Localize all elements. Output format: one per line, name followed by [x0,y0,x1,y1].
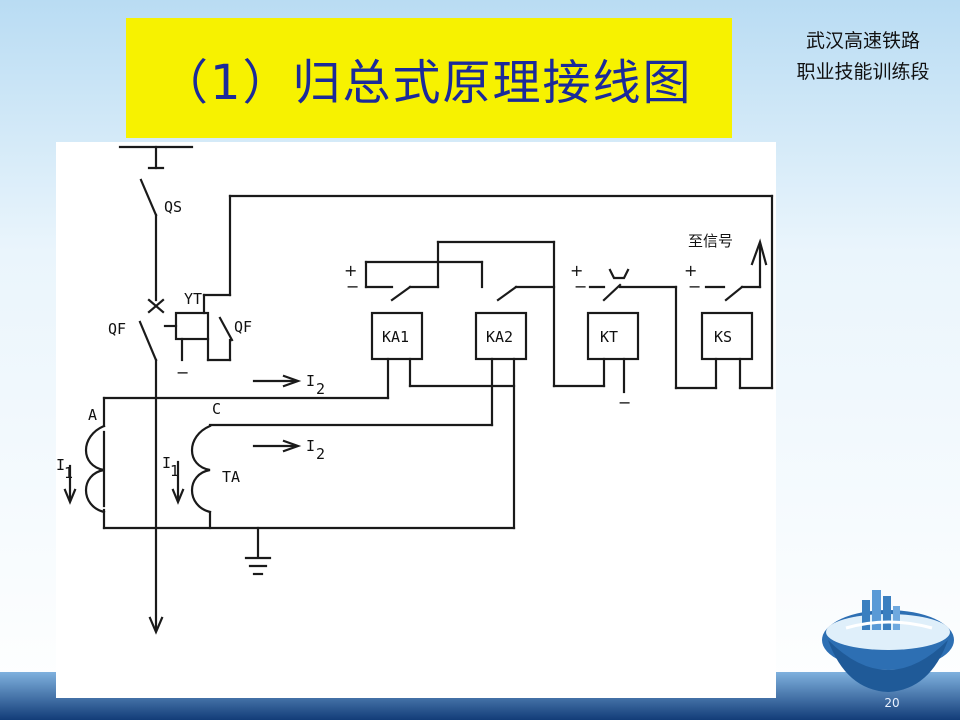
ks-plus: + [684,261,697,280]
signal-label: 至信号 [688,232,733,250]
i1-a-label: I [56,456,65,474]
signal-arrow [750,238,768,266]
i1-c-label: I [162,454,171,472]
qf-contact-x2 [147,298,165,314]
qs-blade [139,178,158,217]
yt-coil [174,311,210,341]
city-globe-logo [822,590,954,692]
i1-c-arrow-head [171,488,185,505]
i2-lower-sub: 2 [316,445,325,463]
i2-upper-label: I [306,372,315,390]
ks-minus-mark: − [688,277,701,296]
i2-lower-label: I [306,437,315,455]
i2-upper-arrow-head [282,374,302,388]
ka-minus-mark: − [346,277,359,296]
ka2-relay [474,311,528,361]
phase-a-label: A [88,406,97,424]
page-number: 20 [884,696,900,710]
kt-label: KT [600,328,618,346]
qf-aux-blade [218,316,234,342]
yt-label: YT [184,290,202,308]
i1-c-sub: 1 [170,462,179,480]
qf-aux-label: QF [234,318,252,336]
qf-label: QF [108,320,126,338]
org-line-2: 职业技能训练段 [796,61,930,83]
ks-relay [700,311,754,361]
qs-label: QS [164,198,182,216]
i1-a-sub: 1 [64,464,73,482]
ka2-label: KA2 [486,328,513,346]
ka2-contact-blade [496,285,518,302]
ka1-relay [370,311,424,361]
ks-contact-blade [724,285,744,302]
kt-minus: − [618,393,631,412]
ta-label: TA [222,468,240,486]
ks-label: KS [714,328,732,346]
ka1-contact-blade [390,285,412,302]
kt-plus: + [570,261,583,280]
main-line-arrow [148,616,164,635]
ka-plus: + [344,261,357,280]
title-banner: （1）归总式原理接线图 [126,18,732,138]
diagram-panel [56,142,776,698]
yt-minus: − [176,363,189,382]
kt-contact-blade [602,283,622,302]
organization-name: 武汉高速铁路 职业技能训练段 [778,26,948,88]
ka1-label: KA1 [382,328,409,346]
org-line-1: 武汉高速铁路 [805,30,920,52]
qf-blade [138,320,158,362]
i2-upper-sub: 2 [316,380,325,398]
ta-c-coil [190,424,212,514]
slide-title: （1）归总式原理接线图 [160,55,693,111]
i1-a-arrow-head [63,488,77,505]
kt-minus-mark: − [574,277,587,296]
phase-c-label: C [212,400,221,418]
kt-relay [586,311,640,361]
i2-lower-arrow-head [282,439,302,453]
ta-a-coil [84,424,106,514]
kt-delay-symbol [608,268,630,280]
